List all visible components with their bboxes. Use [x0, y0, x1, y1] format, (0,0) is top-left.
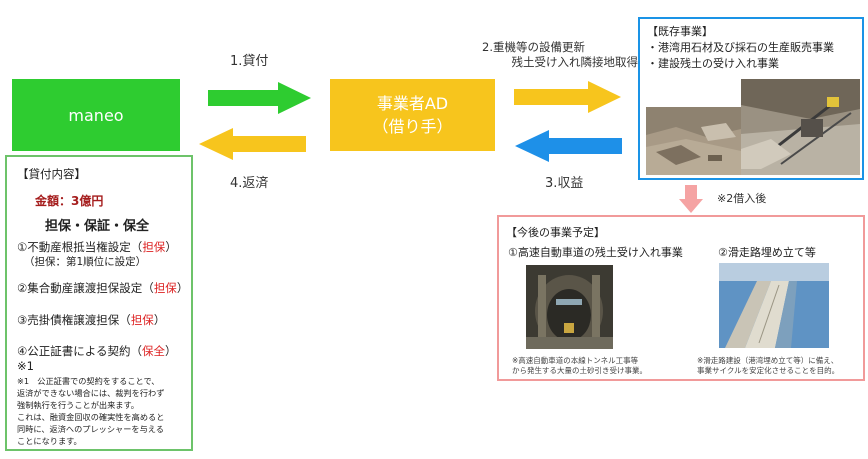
existing-business-item-2: ・建設残土の受け入れ事業: [647, 57, 779, 71]
project-2-caption: ※滑走路建設（港湾埋め立て等）に備え、 事業サイクルを安定化させることを目的。: [697, 356, 839, 376]
existing-business-box: 【既存事業】 ・港湾用石材及び採石の生産販売事業 ・建設残土の受け入れ事業: [638, 17, 864, 180]
profit-flow-label: 3.収益: [545, 172, 583, 191]
security-item-1-tag: 担保: [142, 240, 165, 254]
quarry-photo: [646, 107, 741, 175]
existing-business-item-1: ・港湾用石材及び採石の生産販売事業: [647, 41, 834, 55]
security-item-3-tail: ）: [154, 313, 166, 327]
loan-amount: 金額：3億円: [35, 192, 103, 209]
security-item-3: ③売掛債権譲渡担保（担保）: [17, 313, 165, 328]
note-line-1: ※1 公正証書での契約をすることで、: [17, 375, 189, 387]
security-item-1-text: ①不動産根抵当権設定（: [17, 240, 142, 254]
future-plan-box: 【今後の事業予定】 ①高速自動車道の残土受け入れ事業 ②滑走路埋め立て等 ※高速…: [497, 215, 865, 381]
note-line-6: ことになります。: [17, 435, 189, 447]
note-line-5: 同時に、返済へのプレッシャーを与える: [17, 423, 189, 435]
loan-flow-label: 1.貸付: [230, 50, 268, 69]
security-item-1-sub: （担保：第1順位に設定）: [24, 255, 146, 270]
borrower-role: （借り手）: [372, 115, 452, 138]
lender-box: maneo: [12, 79, 180, 151]
note-line-2: 返済ができない場合には、裁判を行わず: [17, 387, 189, 399]
loan-arrow: [208, 82, 311, 114]
project-1-caption-line1: ※高速自動車道の本線トンネル工事等: [512, 356, 647, 366]
after-borrow-arrow: [679, 185, 703, 213]
security-item-2-tag: 担保: [154, 281, 177, 295]
repay-flow-label: 4.返済: [230, 172, 268, 191]
security-item-3-text: ③売掛債権譲渡担保（: [17, 313, 131, 327]
runway-photo: [719, 263, 829, 348]
project-2-caption-line1: ※滑走路建設（港湾埋め立て等）に備え、: [697, 356, 839, 366]
profit-arrow: [515, 130, 622, 162]
security-item-4-text: ④公正証書による契約（: [17, 344, 142, 358]
security-item-4: ④公正証書による契約（保全）※1: [17, 344, 191, 374]
notarized-note: ※1 公正証書での契約をすることで、 返済ができない場合には、裁判を行わず 強制…: [17, 375, 189, 447]
equipment-flow-line1: 2.重機等の設備更新: [470, 40, 638, 55]
note-line-4: これは、融資金回収の確実性を高めると: [17, 411, 189, 423]
crusher-plant-photo: [741, 79, 860, 175]
repay-arrow: [199, 128, 306, 160]
future-plan-header: 【今後の事業予定】: [506, 224, 605, 240]
security-title: 担保・保証・保全: [45, 215, 149, 234]
existing-business-header: 【既存事業】: [647, 25, 713, 39]
equipment-flow-label: 2.重機等の設備更新 残土受け入れ隣接地取得: [470, 40, 638, 70]
security-item-1-tail: ）: [165, 240, 177, 254]
note-line-3: 強制執行を行うことが出来ます。: [17, 399, 189, 411]
security-item-4-tag: 保全: [142, 344, 165, 358]
future-project-2: ②滑走路埋め立て等: [718, 244, 816, 260]
tunnel-photo: [526, 265, 613, 349]
after-borrow-label: ※2借入後: [717, 190, 766, 206]
loan-details-box: 【貸付内容】 金額：3億円 担保・保証・保全 ①不動産根抵当権設定（担保） （担…: [5, 155, 193, 451]
project-1-caption: ※高速自動車道の本線トンネル工事等 から発生する大量の土砂引き受け事業。: [512, 356, 647, 376]
loan-details-header: 【貸付内容】: [17, 166, 86, 182]
security-item-2-text: ②集合動産譲渡担保設定（: [17, 281, 154, 295]
lender-label: maneo: [68, 106, 123, 125]
future-project-1: ①高速自動車道の残土受け入れ事業: [508, 244, 683, 260]
project-2-caption-line2: 事業サイクルを安定化させることを目的。: [697, 366, 839, 376]
security-item-1: ①不動産根抵当権設定（担保）: [17, 240, 177, 255]
security-item-2: ②集合動産譲渡担保設定（担保）: [17, 281, 188, 296]
project-1-caption-line2: から発生する大量の土砂引き受け事業。: [512, 366, 647, 376]
security-item-3-tag: 担保: [131, 313, 154, 327]
borrower-box: 事業者AD （借り手）: [330, 79, 495, 151]
borrower-name: 事業者AD: [377, 92, 448, 115]
equipment-arrow: [514, 81, 621, 113]
security-item-2-tail: ）: [177, 281, 189, 295]
equipment-flow-line2: 残土受け入れ隣接地取得: [470, 55, 638, 70]
